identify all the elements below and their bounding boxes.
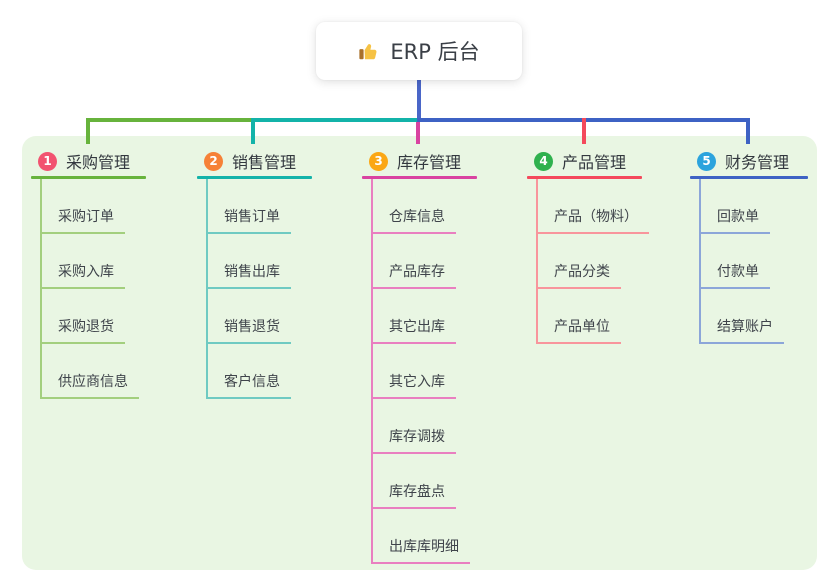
child-node[interactable]: 销售退货 bbox=[206, 289, 291, 344]
branch-header[interactable]: 5 财务管理 bbox=[690, 146, 839, 176]
branch-underline bbox=[197, 176, 312, 179]
child-node-label: 产品单位 bbox=[554, 319, 610, 335]
child-node-label: 其它入库 bbox=[389, 374, 445, 390]
child-node-label: 结算账户 bbox=[717, 319, 773, 335]
child-node[interactable]: 销售订单 bbox=[206, 179, 291, 234]
child-node-label: 采购退货 bbox=[58, 319, 114, 335]
child-node-label: 仓库信息 bbox=[389, 209, 445, 225]
child-node-label: 采购入库 bbox=[58, 264, 114, 280]
branch-number-badge: 5 bbox=[697, 151, 716, 171]
child-node[interactable]: 供应商信息 bbox=[40, 344, 139, 399]
child-node-label: 销售订单 bbox=[224, 209, 280, 225]
child-node-label: 销售出库 bbox=[224, 264, 280, 280]
root-node[interactable]: ERP 后台 bbox=[316, 22, 522, 80]
branch-underline bbox=[31, 176, 146, 179]
child-connector-line bbox=[699, 179, 701, 344]
child-connector-line bbox=[371, 179, 373, 564]
child-node[interactable]: 结算账户 bbox=[699, 289, 784, 344]
branch-label: 财务管理 bbox=[725, 153, 790, 172]
thumbs-up-icon bbox=[358, 40, 380, 62]
child-node-label: 回款单 bbox=[717, 209, 759, 225]
branch-number-badge: 4 bbox=[534, 151, 553, 171]
branch-children: 产品（物料） 产品分类产品单位 bbox=[527, 179, 697, 344]
child-node[interactable]: 出库库明细 bbox=[371, 509, 470, 564]
branch-1: 1 采购管理采购订单采购入库采购退货供应商信息 bbox=[31, 146, 201, 399]
root-node-label: ERP 后台 bbox=[390, 40, 480, 64]
child-node-label: 库存盘点 bbox=[389, 484, 445, 500]
child-connector-line bbox=[206, 179, 208, 399]
child-node[interactable]: 客户信息 bbox=[206, 344, 291, 399]
branch-header[interactable]: 2 销售管理 bbox=[197, 146, 367, 176]
branch-underline bbox=[362, 176, 477, 179]
child-node-label: 采购订单 bbox=[58, 209, 114, 225]
branch-3: 3 库存管理仓库信息产品库存其它出库其它入库库存调拨库存盘点出库库明细 bbox=[362, 146, 532, 564]
child-node[interactable]: 仓库信息 bbox=[371, 179, 456, 234]
branch-number-badge: 1 bbox=[38, 151, 57, 171]
branch-label: 采购管理 bbox=[66, 153, 131, 172]
branch-header[interactable]: 1 采购管理 bbox=[31, 146, 201, 176]
branch-drop-line bbox=[416, 122, 420, 144]
branch-drop-line bbox=[86, 118, 90, 144]
branch-drop-line bbox=[582, 118, 586, 144]
child-node-label: 销售退货 bbox=[224, 319, 280, 335]
branch-underline bbox=[527, 176, 642, 179]
child-node[interactable]: 销售出库 bbox=[206, 234, 291, 289]
branch-5: 5 财务管理回款单付款单结算账户 bbox=[690, 146, 839, 344]
child-node[interactable]: 库存盘点 bbox=[371, 454, 456, 509]
child-node[interactable]: 其它出库 bbox=[371, 289, 456, 344]
child-node-label: 其它出库 bbox=[389, 319, 445, 335]
root-connector-line bbox=[417, 80, 421, 122]
child-node-label: 客户信息 bbox=[224, 374, 280, 390]
child-node[interactable]: 其它入库 bbox=[371, 344, 456, 399]
child-node[interactable]: 回款单 bbox=[699, 179, 770, 234]
child-node[interactable]: 付款单 bbox=[699, 234, 770, 289]
trunk-segment-teal bbox=[251, 118, 419, 122]
child-node-label: 库存调拨 bbox=[389, 429, 445, 445]
branch-label: 销售管理 bbox=[232, 153, 297, 172]
branch-drop-line bbox=[746, 118, 750, 144]
branches-panel bbox=[22, 136, 817, 570]
child-connector-line bbox=[40, 179, 42, 399]
trunk-segment-green bbox=[86, 118, 255, 122]
child-node-label: 产品（物料） bbox=[554, 209, 638, 225]
branch-header[interactable]: 4 产品管理 bbox=[527, 146, 697, 176]
branch-2: 2 销售管理销售订单销售出库销售退货客户信息 bbox=[197, 146, 367, 399]
branch-label: 产品管理 bbox=[562, 153, 627, 172]
child-node[interactable]: 产品单位 bbox=[536, 289, 621, 344]
child-node-label: 出库库明细 bbox=[389, 539, 459, 555]
branch-number-badge: 3 bbox=[369, 151, 388, 171]
child-node-label: 付款单 bbox=[717, 264, 759, 280]
child-node[interactable]: 采购退货 bbox=[40, 289, 125, 344]
child-node[interactable]: 采购订单 bbox=[40, 179, 125, 234]
child-node-label: 产品分类 bbox=[554, 264, 610, 280]
branch-underline bbox=[690, 176, 808, 179]
child-node[interactable]: 产品分类 bbox=[536, 234, 621, 289]
child-connector-line bbox=[536, 179, 538, 344]
branch-number-badge: 2 bbox=[204, 151, 223, 171]
branch-children: 仓库信息产品库存其它出库其它入库库存调拨库存盘点出库库明细 bbox=[362, 179, 532, 564]
child-node-label: 供应商信息 bbox=[58, 374, 128, 390]
child-node-label: 产品库存 bbox=[389, 264, 445, 280]
branch-children: 销售订单销售出库销售退货客户信息 bbox=[197, 179, 367, 399]
child-node[interactable]: 产品（物料） bbox=[536, 179, 649, 234]
branch-children: 回款单付款单结算账户 bbox=[690, 179, 839, 344]
child-node[interactable]: 产品库存 bbox=[371, 234, 456, 289]
branch-header[interactable]: 3 库存管理 bbox=[362, 146, 532, 176]
branch-label: 库存管理 bbox=[397, 153, 462, 172]
child-node[interactable]: 采购入库 bbox=[40, 234, 125, 289]
child-node[interactable]: 库存调拨 bbox=[371, 399, 456, 454]
branch-4: 4 产品管理产品（物料） 产品分类产品单位 bbox=[527, 146, 697, 344]
branch-drop-line bbox=[251, 118, 255, 144]
branch-children: 采购订单采购入库采购退货供应商信息 bbox=[31, 179, 201, 399]
